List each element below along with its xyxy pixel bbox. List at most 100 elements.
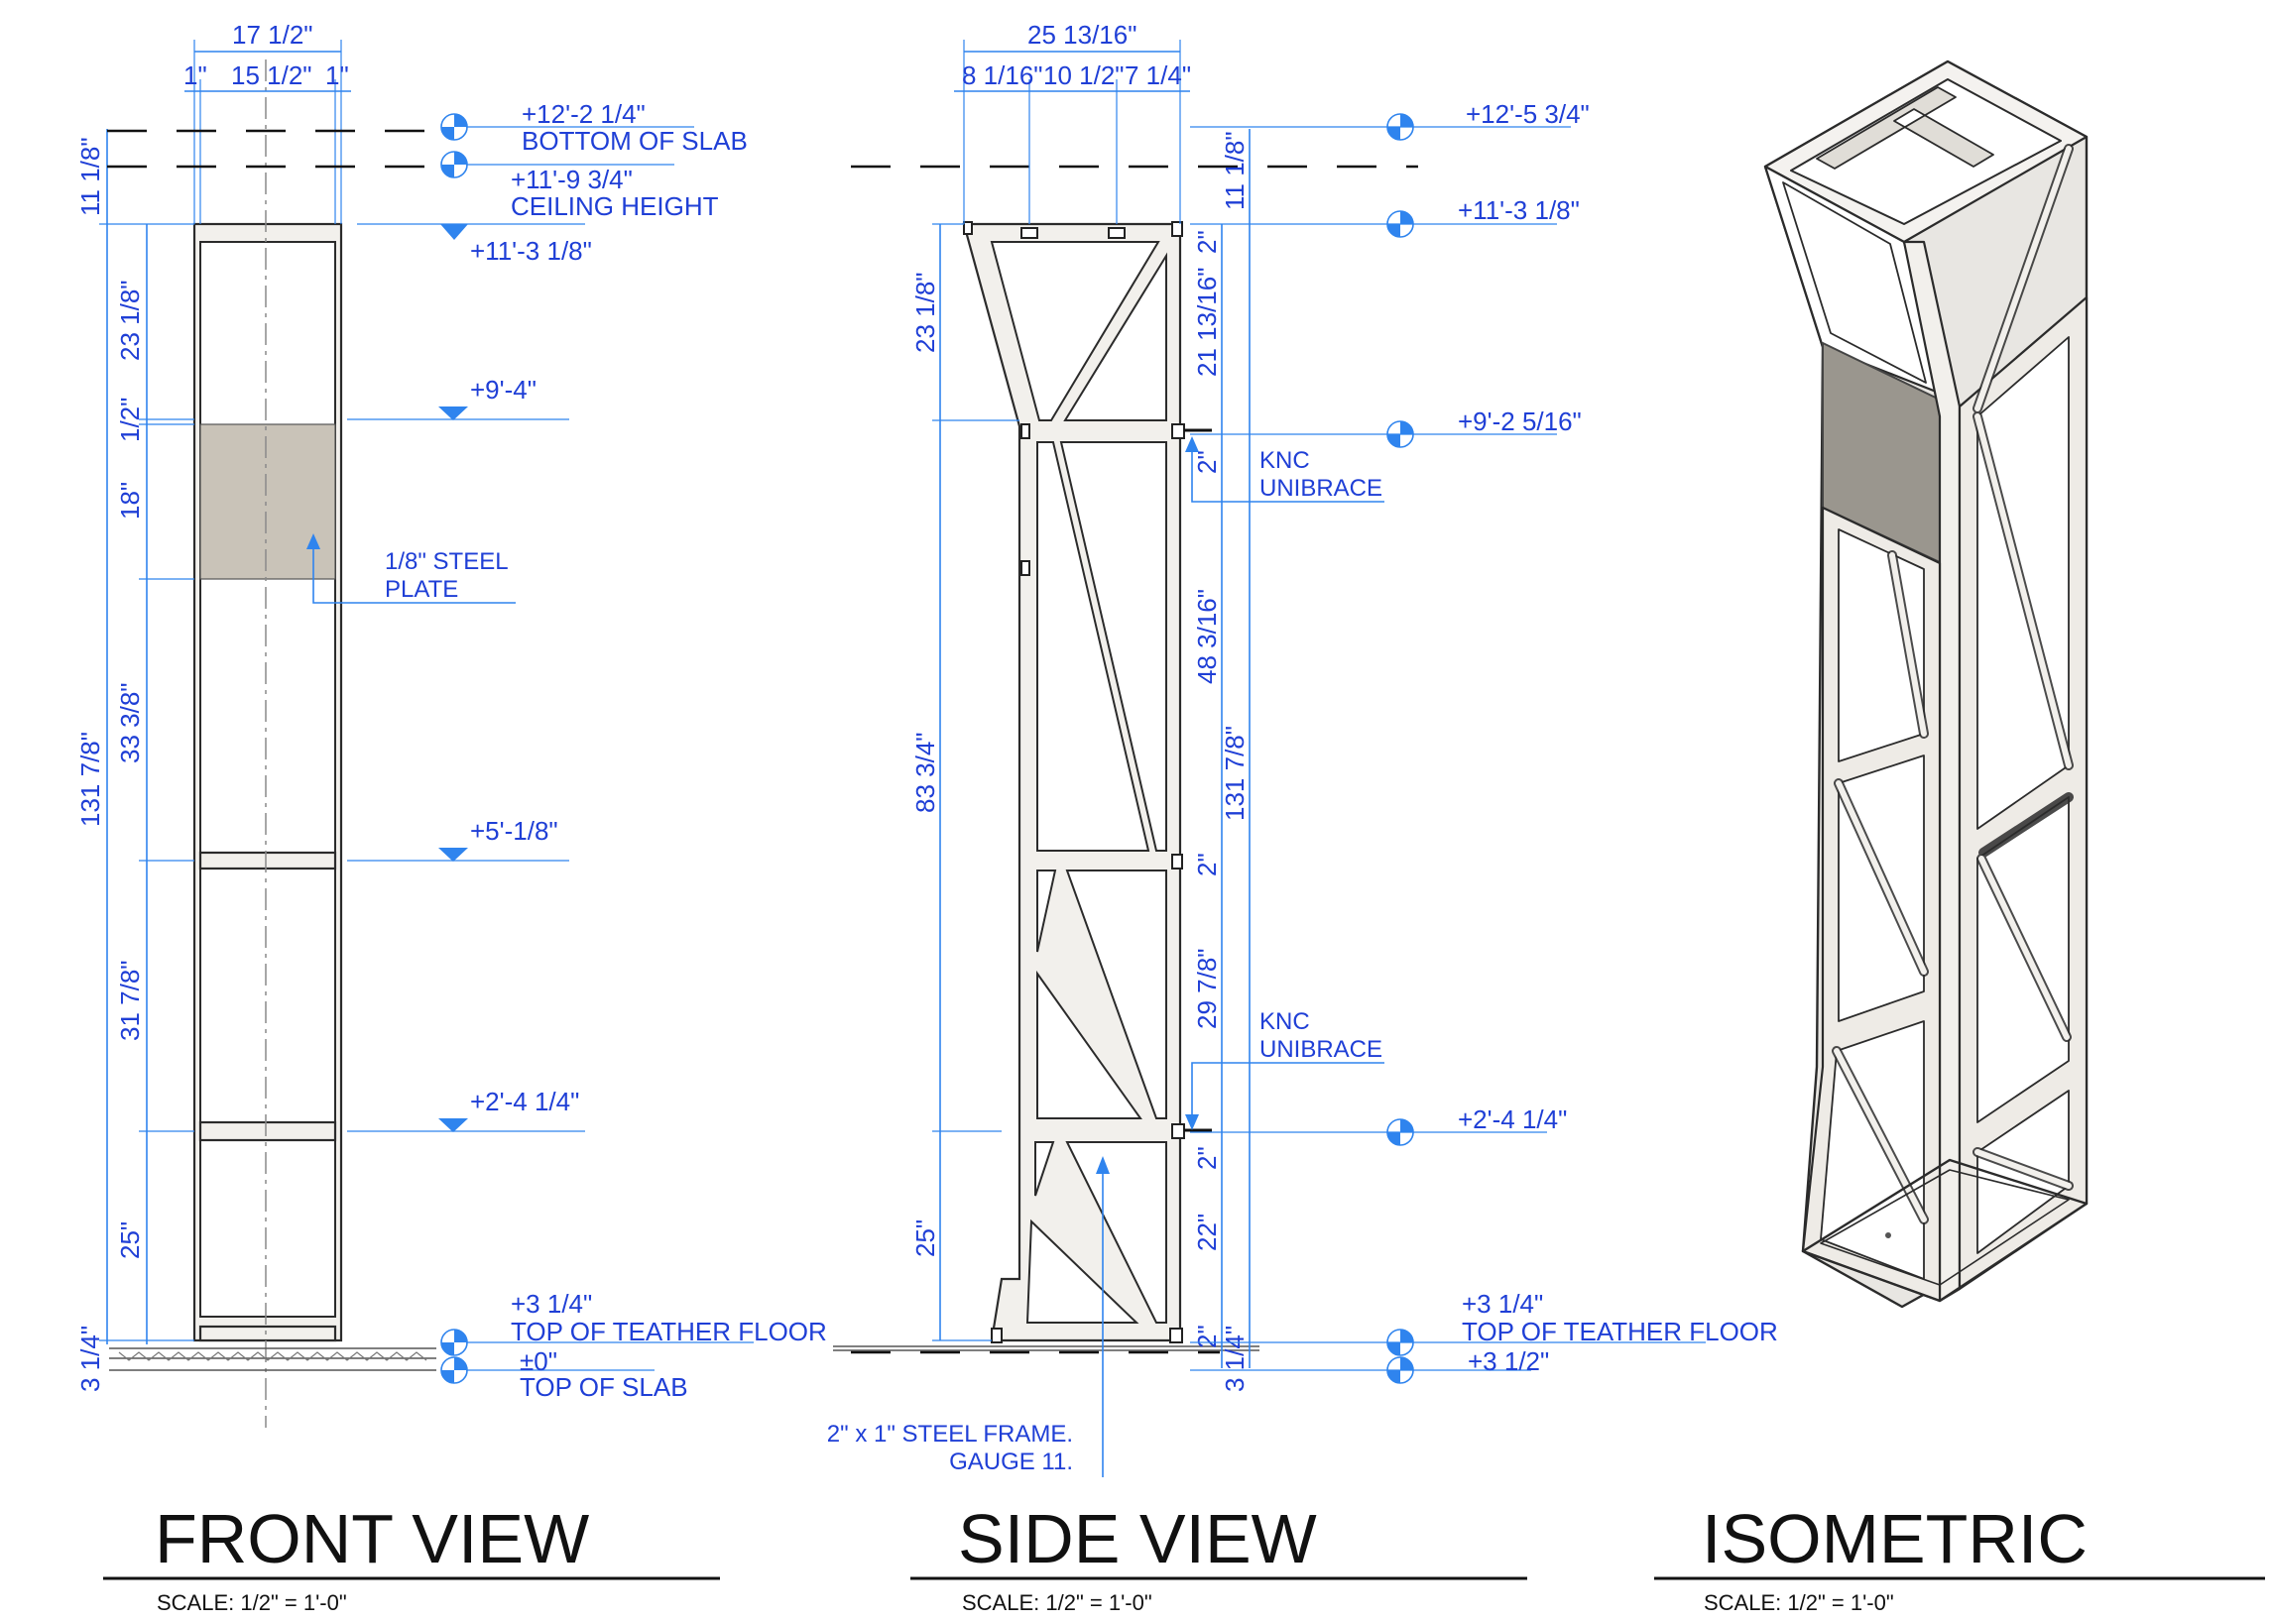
side-dim-r-2e: 2" bbox=[1192, 1325, 1222, 1348]
side-opening-10 bbox=[1025, 1218, 1139, 1324]
side-level-3-1-2: +3 1/2" bbox=[1468, 1346, 1549, 1376]
front-view: 17 1/2" 1" 15 1/2" 1" 11 1/8" 23 1/8" 1/… bbox=[75, 20, 827, 1615]
front-level-bottom-slab-label: BOTTOM OF SLAB bbox=[522, 126, 748, 156]
front-level-5-1-8: +5'-1/8" bbox=[470, 816, 558, 846]
side-level-11-3-1-8: +11'-3 1/8" bbox=[1458, 195, 1580, 225]
side-unibrace-note-1b: UNIBRACE bbox=[1259, 475, 1382, 502]
side-opening-8 bbox=[1034, 1141, 1055, 1197]
side-frame-arrow bbox=[1096, 1156, 1110, 1174]
side-opening-1 bbox=[990, 241, 1160, 421]
front-dim-131-7-8: 131 7/8" bbox=[75, 732, 105, 827]
side-opening-4 bbox=[1059, 441, 1167, 852]
front-frame-inner bbox=[199, 241, 336, 1318]
iso-bottom-inner bbox=[1820, 1169, 2070, 1286]
iso-left-braces-fill bbox=[1834, 552, 1927, 1222]
iso-right-braces-fill bbox=[1974, 146, 2072, 1189]
front-plate-note-1: 1/8" STEEL bbox=[385, 548, 509, 575]
side-width-overall: 25 13/16" bbox=[1027, 20, 1136, 50]
side-ground-line bbox=[833, 1345, 1259, 1351]
side-opening-2 bbox=[1063, 252, 1167, 421]
side-dim-r-29-7-8: 29 7/8" bbox=[1192, 948, 1222, 1029]
front-crossbar-3 bbox=[198, 1325, 337, 1342]
front-dim-23-1-8: 23 1/8" bbox=[115, 280, 145, 361]
side-dim-r-48-3-16: 48 3/16" bbox=[1192, 589, 1222, 684]
front-view-scale: SCALE: 1/2" = 1'-0" bbox=[157, 1590, 347, 1615]
side-opening-7 bbox=[1036, 970, 1142, 1119]
front-width-overall: 17 1/2" bbox=[232, 20, 313, 50]
front-steel-plate bbox=[199, 423, 336, 580]
side-unibrace-leader-1 bbox=[1191, 440, 1384, 503]
side-level-markers bbox=[1190, 113, 1706, 1384]
side-view: 25 13/16" 8 1/16" 10 1/2" 7 1/4" 23 1/8"… bbox=[827, 20, 1778, 1615]
side-dim-r-21-13-16: 21 13/16" bbox=[1192, 268, 1222, 377]
side-level-teather-label: TOP OF TEATHER FLOOR bbox=[1462, 1317, 1778, 1346]
side-frame-note-2: GAUGE 11. bbox=[949, 1449, 1073, 1475]
front-view-title: FRONT VIEW bbox=[155, 1500, 589, 1577]
iso-bottom-frame bbox=[1801, 1158, 2089, 1303]
side-level-teather-value: +3 1/4" bbox=[1462, 1289, 1543, 1319]
iso-view-scale: SCALE: 1/2" = 1'-0" bbox=[1704, 1590, 1894, 1615]
side-unibrace-note-2a: KNC bbox=[1259, 1008, 1310, 1035]
front-level-slab-label: TOP OF SLAB bbox=[520, 1372, 688, 1402]
side-dim-r-11-1-8: 11 1/8" bbox=[1220, 131, 1250, 210]
front-level-2-4-1-4: +2'-4 1/4" bbox=[470, 1087, 579, 1116]
front-crossbar-1 bbox=[198, 851, 337, 870]
front-level-ceiling-value: +11'-9 3/4" bbox=[511, 165, 633, 194]
front-level-markers bbox=[347, 113, 754, 1384]
side-width-a: 8 1/16" bbox=[962, 60, 1043, 90]
iso-top-braces bbox=[1816, 86, 1994, 170]
iso-view-title: ISOMETRIC bbox=[1702, 1500, 2088, 1577]
side-level-12-5-3-4: +12'-5 3/4" bbox=[1466, 99, 1590, 129]
front-ground-pattern bbox=[118, 1351, 427, 1361]
iso-bottom-bolt bbox=[1885, 1232, 1891, 1238]
side-dim-r-2d: 2" bbox=[1192, 1146, 1222, 1170]
front-plate-arrow bbox=[306, 533, 320, 549]
side-opening-9 bbox=[1065, 1141, 1167, 1324]
front-level-bottom-slab-value: +12'-2 1/4" bbox=[522, 99, 646, 129]
iso-top-opening bbox=[1790, 78, 2062, 225]
isometric-view: ISOMETRIC SCALE: 1/2" = 1'-0" bbox=[1654, 59, 2265, 1615]
front-ground-hatch bbox=[109, 1347, 436, 1371]
front-dim-18: 18" bbox=[115, 482, 145, 520]
side-dim-r-131-7-8: 131 7/8" bbox=[1220, 726, 1250, 821]
front-dim-1-2: 1/2" bbox=[115, 398, 145, 442]
side-dim-r-2a: 2" bbox=[1192, 230, 1222, 254]
side-level-9-2-5-16: +9'-2 5/16" bbox=[1458, 406, 1582, 436]
side-unibrace-note-2b: UNIBRACE bbox=[1259, 1036, 1382, 1063]
side-dim-23-1-8: 23 1/8" bbox=[910, 272, 940, 353]
side-level-2-4-1-4: +2'-4 1/4" bbox=[1458, 1104, 1567, 1134]
side-width-b: 10 1/2" bbox=[1043, 60, 1125, 90]
side-frame-note-1: 2" x 1" STEEL FRAME. bbox=[827, 1421, 1073, 1448]
side-opening-3 bbox=[1036, 441, 1150, 852]
front-dim-31-7-8: 31 7/8" bbox=[115, 960, 145, 1041]
side-unibrace-note-1a: KNC bbox=[1259, 447, 1310, 474]
front-width-left: 1" bbox=[183, 60, 207, 90]
front-level-teather-label: TOP OF TEATHER FLOOR bbox=[511, 1317, 827, 1346]
front-level-ceiling-label: CEILING HEIGHT bbox=[511, 191, 719, 221]
side-unibrace-arrow-2 bbox=[1185, 1114, 1199, 1130]
side-dim-25: 25" bbox=[910, 1219, 940, 1257]
side-dim-83-3-4: 83 3/4" bbox=[910, 732, 940, 813]
front-width-right: 1" bbox=[325, 60, 349, 90]
front-width-inner: 15 1/2" bbox=[231, 60, 312, 90]
side-dim-r-2c: 2" bbox=[1192, 853, 1222, 876]
side-opening-5 bbox=[1036, 870, 1057, 953]
front-dim-33-3-8: 33 3/8" bbox=[115, 682, 145, 763]
side-dim-r-2b: 2" bbox=[1192, 450, 1222, 474]
side-width-c: 7 1/4" bbox=[1125, 60, 1191, 90]
front-dim-11-1-8: 11 1/8" bbox=[75, 137, 105, 216]
side-view-scale: SCALE: 1/2" = 1'-0" bbox=[962, 1590, 1152, 1615]
side-opening-6 bbox=[1065, 870, 1167, 1119]
iso-flare-inner bbox=[1782, 181, 1927, 384]
side-view-title: SIDE VIEW bbox=[958, 1500, 1317, 1577]
side-unibrace-arrow-1 bbox=[1185, 436, 1199, 452]
front-level-slab-value: ±0" bbox=[520, 1346, 557, 1376]
front-plate-leader bbox=[312, 537, 516, 604]
front-level-teather-value: +3 1/4" bbox=[511, 1289, 592, 1319]
front-plate-note-2: PLATE bbox=[385, 576, 458, 603]
front-dim-25: 25" bbox=[115, 1221, 145, 1259]
front-crossbar-2 bbox=[198, 1120, 337, 1142]
front-dim-3-1-4: 3 1/4" bbox=[75, 1326, 105, 1392]
